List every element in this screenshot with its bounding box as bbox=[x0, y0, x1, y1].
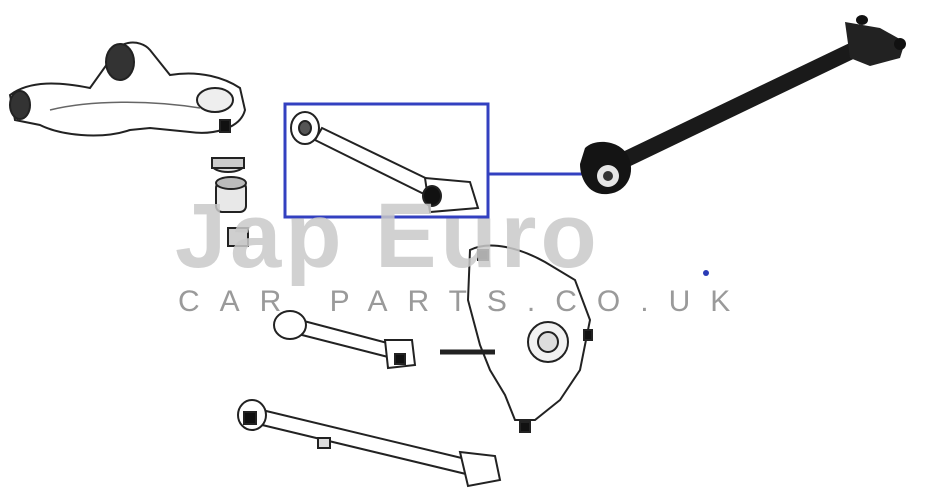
bush-marker-1 bbox=[219, 119, 231, 133]
brand-watermark: Jap Euro bbox=[175, 185, 601, 287]
watermark-dot bbox=[703, 270, 709, 276]
bush-marker-3 bbox=[519, 421, 531, 433]
bush-marker-4 bbox=[583, 329, 593, 341]
upper-control-arm bbox=[8, 41, 247, 137]
highlighted-lateral-link bbox=[283, 102, 590, 219]
lateral-link-photo bbox=[580, 15, 906, 195]
knuckle-hub-carrier bbox=[440, 244, 593, 433]
highlight-frame bbox=[283, 102, 490, 219]
bush-assembly-stack bbox=[211, 119, 249, 247]
brand-tagline: CAR PARTS.CO.UK bbox=[178, 285, 751, 318]
lower-lateral-link bbox=[273, 310, 417, 370]
bush-marker-5 bbox=[394, 353, 406, 365]
trailing-lower-arm bbox=[237, 399, 502, 488]
bush-marker-2 bbox=[477, 249, 489, 261]
bush-marker-6 bbox=[243, 411, 257, 425]
